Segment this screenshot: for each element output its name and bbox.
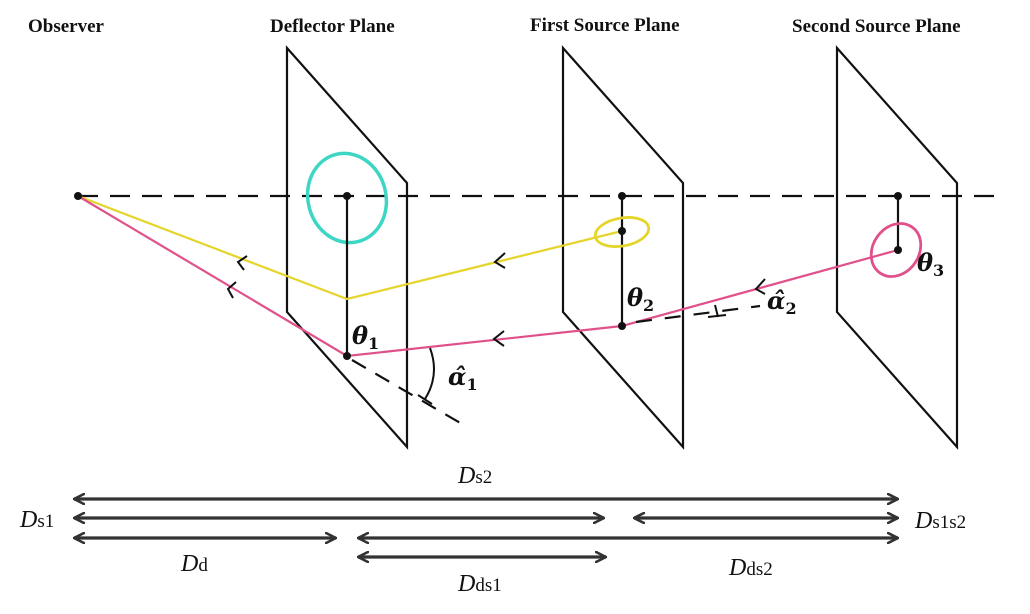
first-plane-axis-point [618, 192, 626, 200]
theta2-point [618, 322, 626, 330]
alpha1-extension [351, 359, 463, 425]
observer-point [74, 192, 82, 200]
ray-arrow-icon [492, 330, 505, 347]
first-source-point [618, 227, 626, 235]
alpha1-label: α̂1 [448, 362, 478, 394]
ds2-label: Ds2 [457, 463, 492, 489]
alpha1-arc-tick [417, 394, 433, 405]
observer-title: Observer [28, 16, 105, 37]
ray-first-source [77, 194, 623, 301]
second-source-point [894, 246, 902, 254]
ray-arrow-icon [226, 281, 237, 299]
alpha2-label: α̂2 [767, 286, 797, 318]
alpha2-extension [635, 304, 761, 324]
second-source-image [869, 222, 923, 278]
second-source-plane-title: Second Source Plane [792, 16, 961, 37]
deflector-center-point [343, 192, 351, 200]
second-source-plane [835, 45, 959, 450]
lens-ring [305, 151, 389, 245]
ds1s2-label: Ds1s2 [914, 508, 966, 534]
ds1-label: Ds1 [19, 507, 54, 533]
alpha2-arc-tick [707, 314, 727, 318]
theta2-label: θ2 [627, 283, 654, 315]
deflector-plane-title: Deflector Plane [270, 16, 395, 37]
first-source-plane [561, 45, 685, 450]
dds1-label: Dds1 [457, 571, 502, 597]
theta1-label: θ1 [352, 321, 379, 353]
ray-arrow-icon [754, 278, 766, 295]
first-source-plane-title: First Source Plane [530, 15, 680, 36]
ray-arrow-icon [236, 255, 248, 271]
dds2-label: Dds2 [728, 555, 773, 581]
ray-second-source [77, 195, 899, 358]
second-plane-axis-point [894, 192, 902, 200]
dd-label: Dd [180, 551, 208, 577]
deflector-plane [285, 45, 409, 450]
ray-arrow-icon [493, 252, 506, 269]
theta3-label: θ3 [917, 248, 944, 280]
alpha1-arc [424, 347, 435, 400]
theta1-point [343, 352, 351, 360]
